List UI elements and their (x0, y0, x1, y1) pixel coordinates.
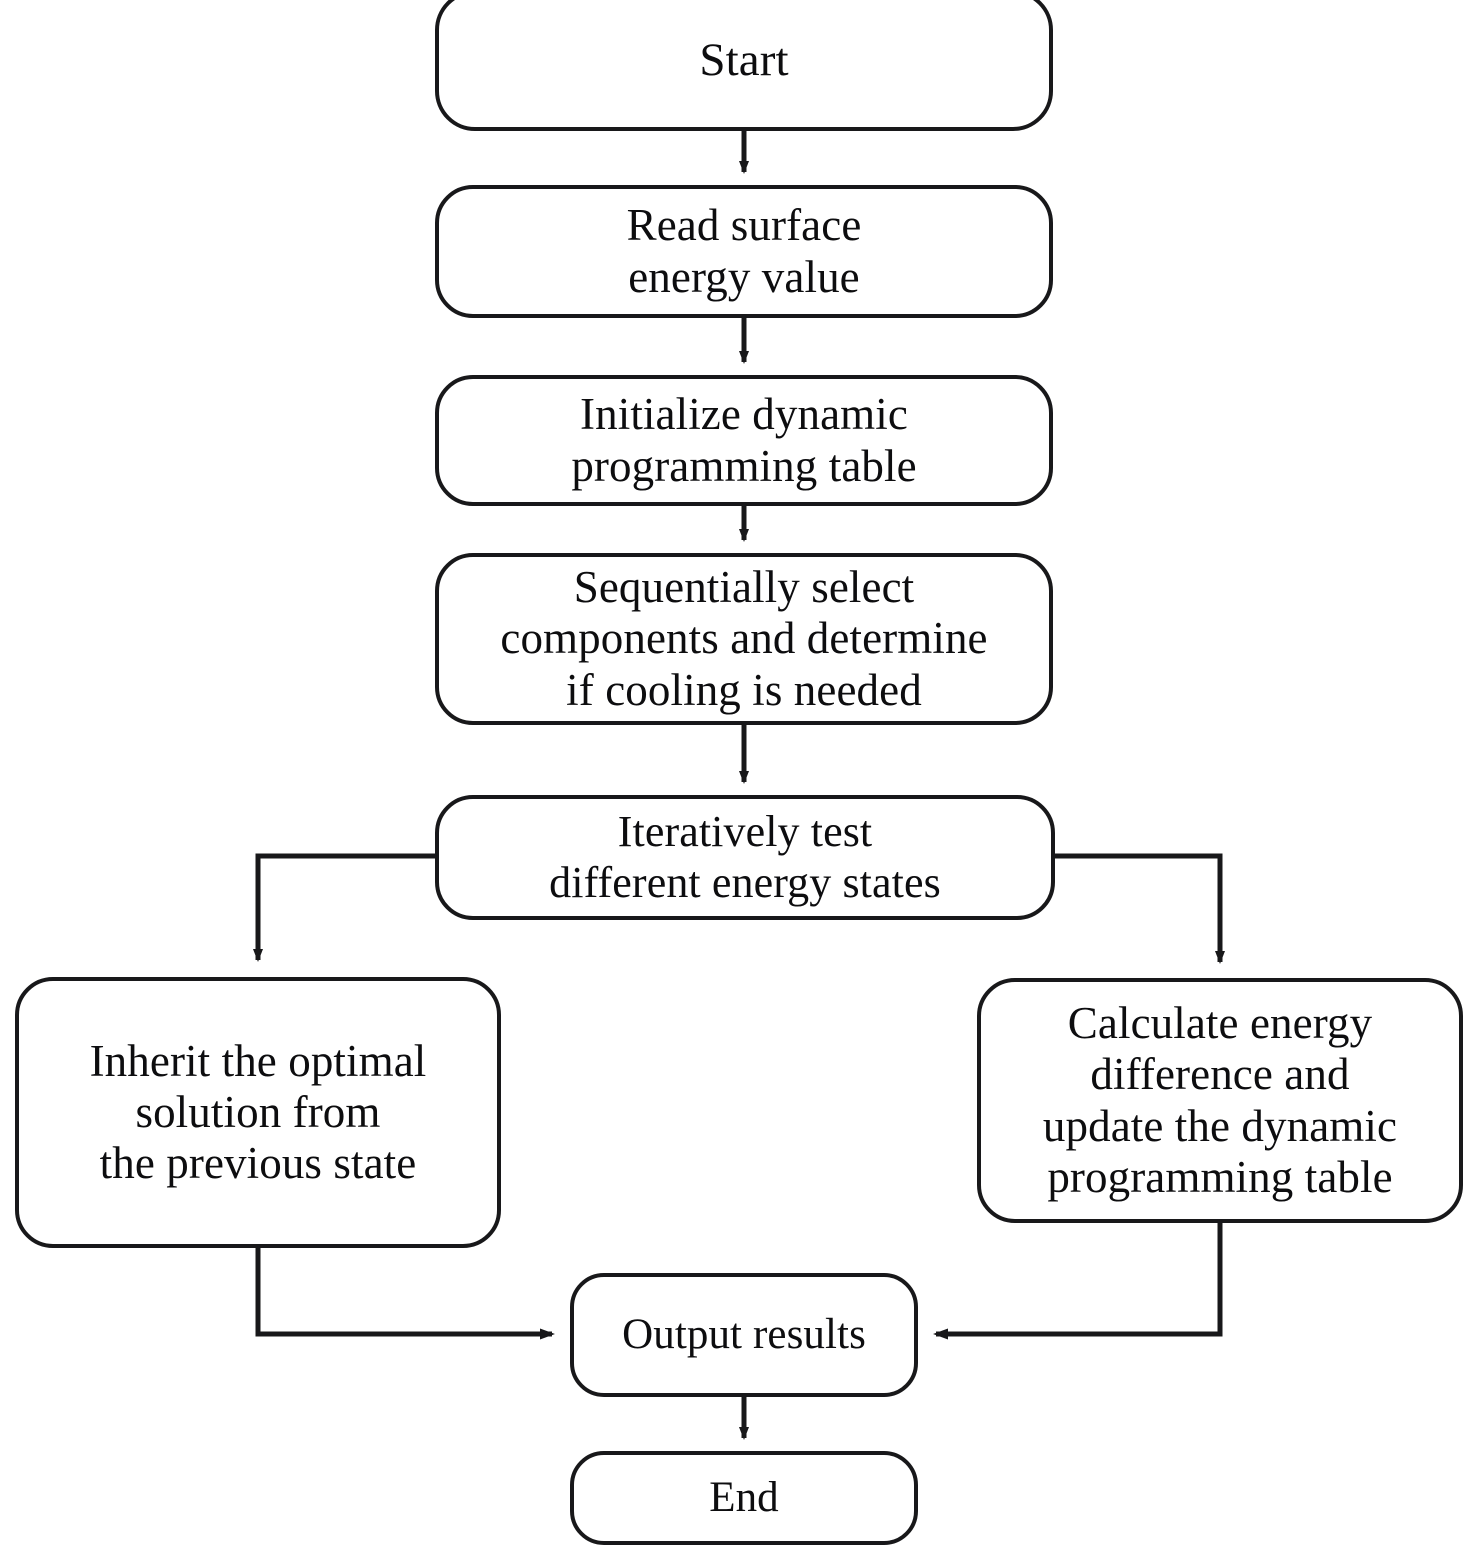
node-calculate-energy-difference-label: Calculate energy difference and update t… (1042, 997, 1398, 1202)
node-select-components[interactable]: Sequentially select components and deter… (435, 553, 1053, 725)
node-select-components-label: Sequentially select components and deter… (500, 562, 988, 715)
node-read-surface-energy[interactable]: Read surface energy value (435, 185, 1053, 318)
node-output-results[interactable]: Output results (570, 1273, 918, 1397)
node-iteratively-test-states[interactable]: Iteratively test different energy states (435, 795, 1055, 920)
node-end[interactable]: End (570, 1451, 918, 1545)
node-start-label: Start (699, 33, 789, 86)
edge-iterate-to-calculate (1053, 853, 1225, 964)
edge-inherit-to-output (255, 1248, 555, 1340)
node-end-label: End (709, 1474, 779, 1522)
node-inherit-optimal-solution-label: Inherit the optimal solution from the pr… (89, 1035, 427, 1189)
node-calculate-energy-difference[interactable]: Calculate energy difference and update t… (977, 978, 1463, 1223)
node-inherit-optimal-solution[interactable]: Inherit the optimal solution from the pr… (15, 977, 501, 1248)
node-iteratively-test-states-label: Iteratively test different energy states (549, 807, 941, 907)
node-start[interactable]: Start (435, 0, 1053, 131)
node-initialize-dp-table-label: Initialize dynamic programming table (571, 389, 917, 491)
node-read-surface-energy-label: Read surface energy value (626, 200, 862, 302)
edge-calculate-to-output (933, 1223, 1223, 1340)
edge-iterate-to-inherit (253, 853, 437, 962)
node-output-results-label: Output results (622, 1311, 866, 1359)
node-initialize-dp-table[interactable]: Initialize dynamic programming table (435, 375, 1053, 506)
